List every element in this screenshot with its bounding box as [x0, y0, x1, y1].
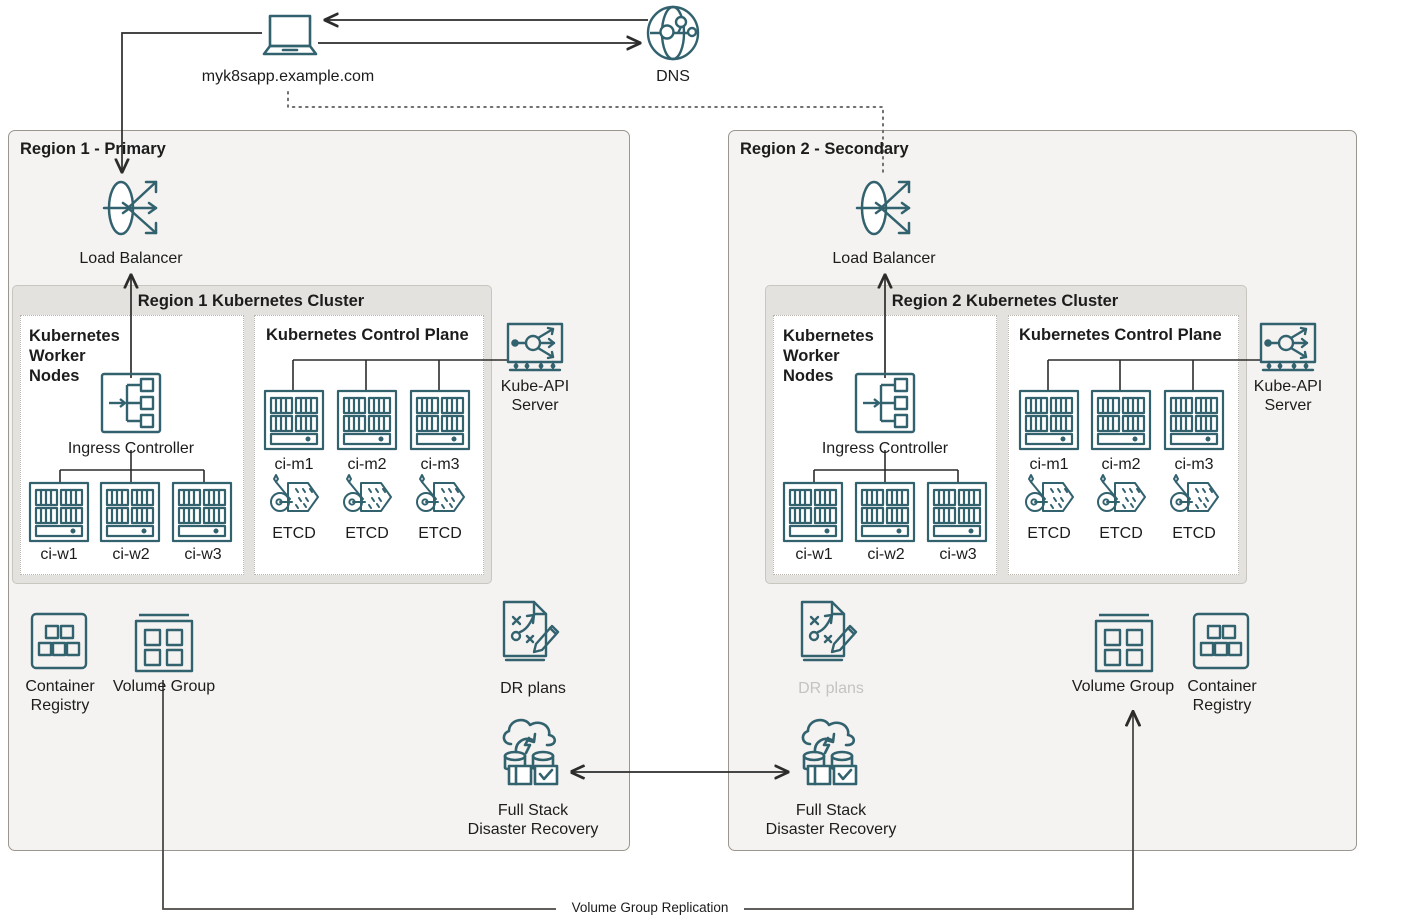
- region-2-control-panel-title: Kubernetes Control Plane: [1019, 326, 1222, 344]
- region-1-master-label: ci-m1: [274, 456, 314, 473]
- globe-icon: [646, 5, 700, 61]
- region-1-container-registry-label: Container Registry: [25, 678, 95, 714]
- region-1-worker-label: ci-w1: [40, 546, 78, 563]
- region-2-worker-label: ci-w3: [939, 546, 977, 563]
- region-2-cluster-title: Region 2 Kubernetes Cluster: [891, 292, 1119, 310]
- region-2-worker-label: ci-w2: [867, 546, 905, 563]
- region-2-load-balancer-label: Load Balancer: [832, 250, 936, 267]
- region-2-container-registry-label: Container Registry: [1187, 678, 1257, 714]
- region-2-kube-api-label: Kube-API Server: [1253, 378, 1323, 414]
- region-1-worker-label: ci-w2: [112, 546, 150, 563]
- region-2-dr-plans-label: DR plans: [798, 680, 864, 697]
- region-2-worker-label: ci-w1: [795, 546, 833, 563]
- region-2-master-label: ci-m3: [1174, 456, 1214, 473]
- dns-label: DNS: [656, 68, 690, 85]
- region-2-master-label: ci-m1: [1029, 456, 1069, 473]
- region-1-worker-panel-title: Kubernetes Worker Nodes: [29, 327, 120, 386]
- region-2-title: Region 2 - Secondary: [740, 140, 909, 158]
- region-2-volume-group-label: Volume Group: [1071, 678, 1175, 695]
- region-2-master-label: ci-m2: [1101, 456, 1141, 473]
- region-1-ingress-controller-label: Ingress Controller: [67, 440, 195, 457]
- region-1-worker-label: ci-w3: [184, 546, 222, 563]
- region-1-dr-plans-label: DR plans: [500, 680, 566, 697]
- region-1-etcd-label: ETCD: [272, 525, 316, 542]
- region-1-load-balancer-label: Load Balancer: [79, 250, 183, 267]
- region-1-full-stack-dr-label: Full Stack Disaster Recovery: [467, 802, 599, 838]
- laptop-icon: [262, 14, 318, 56]
- client-hostname-label: myk8sapp.example.com: [201, 68, 375, 85]
- region-1-master-label: ci-m3: [420, 456, 460, 473]
- region-1-cluster-title: Region 1 Kubernetes Cluster: [137, 292, 365, 310]
- region-1-title: Region 1 - Primary: [20, 140, 166, 158]
- region-2-etcd-label: ETCD: [1027, 525, 1071, 542]
- volume-group-replication-label: Volume Group Replication: [556, 900, 744, 916]
- region-2-etcd-label: ETCD: [1099, 525, 1143, 542]
- region-1-master-label: ci-m2: [347, 456, 387, 473]
- region-1-volume-group-label: Volume Group: [112, 678, 216, 695]
- region-2-etcd-label: ETCD: [1172, 525, 1216, 542]
- region-2-full-stack-dr-label: Full Stack Disaster Recovery: [765, 802, 897, 838]
- region-1-kube-api-label: Kube-API Server: [500, 378, 570, 414]
- region-2-worker-panel-title: Kubernetes Worker Nodes: [783, 327, 874, 386]
- region-1-etcd-label: ETCD: [345, 525, 389, 542]
- region-1-etcd-label: ETCD: [418, 525, 462, 542]
- region-2-ingress-controller-label: Ingress Controller: [821, 440, 949, 457]
- region-1-control-panel-title: Kubernetes Control Plane: [266, 326, 469, 344]
